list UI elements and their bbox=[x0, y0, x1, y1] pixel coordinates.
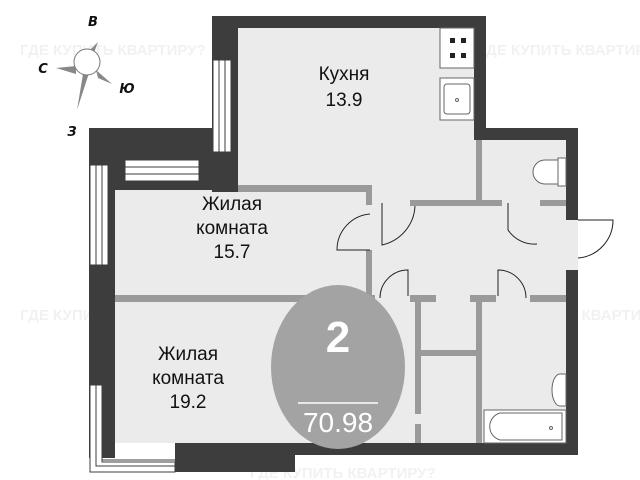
stove-icon bbox=[439, 27, 475, 69]
watermark: ГДЕ КУПИТЬ КВАРТИРУ? bbox=[478, 42, 640, 59]
room-area: 19.2 bbox=[170, 392, 207, 413]
door-entrance bbox=[577, 219, 614, 259]
fixtures bbox=[439, 27, 567, 444]
floor-areas bbox=[115, 28, 578, 443]
compass-icon: В С Ю З bbox=[38, 15, 134, 140]
room-kitchen: Кухня 13.9 bbox=[319, 64, 370, 111]
apartment-badge: 2 70.98 bbox=[271, 285, 405, 449]
stove-burners bbox=[450, 38, 466, 58]
compass-east: В bbox=[88, 15, 98, 30]
door-room1-right bbox=[336, 213, 371, 251]
compass-north: С bbox=[38, 62, 48, 77]
rooms-count: 2 bbox=[326, 313, 350, 362]
room-living-1: Жилая комната 15.7 bbox=[196, 194, 268, 263]
doors bbox=[336, 203, 614, 299]
room-living-2: Жилая комната 19.2 bbox=[152, 344, 224, 413]
watermark: ГДЕ КУПИТЬ КВАРТИРУ? bbox=[20, 42, 206, 59]
compass-south: Ю bbox=[119, 82, 134, 97]
room-name: Жилая bbox=[158, 344, 218, 365]
compass-west: З bbox=[67, 125, 76, 140]
door-bathroom bbox=[497, 269, 527, 299]
toilet-icon bbox=[532, 159, 559, 185]
room-name: комната bbox=[152, 368, 224, 389]
watermark: ГДЕ КУПИТЬ КВАРТИРУ? bbox=[250, 465, 436, 480]
windows bbox=[89, 59, 232, 473]
door-toilet bbox=[507, 203, 538, 245]
room-area: 15.7 bbox=[214, 242, 251, 263]
room-name: Жилая bbox=[202, 194, 262, 215]
bathroom-sink-icon bbox=[551, 373, 567, 407]
door-kitchen bbox=[381, 203, 416, 246]
total-area: 70.98 bbox=[303, 407, 373, 438]
inner-walls bbox=[115, 140, 566, 443]
door-room2 bbox=[379, 269, 409, 299]
room-name: Кухня bbox=[319, 64, 370, 85]
room-area: 13.9 bbox=[326, 90, 363, 111]
room-name: комната bbox=[196, 218, 268, 239]
